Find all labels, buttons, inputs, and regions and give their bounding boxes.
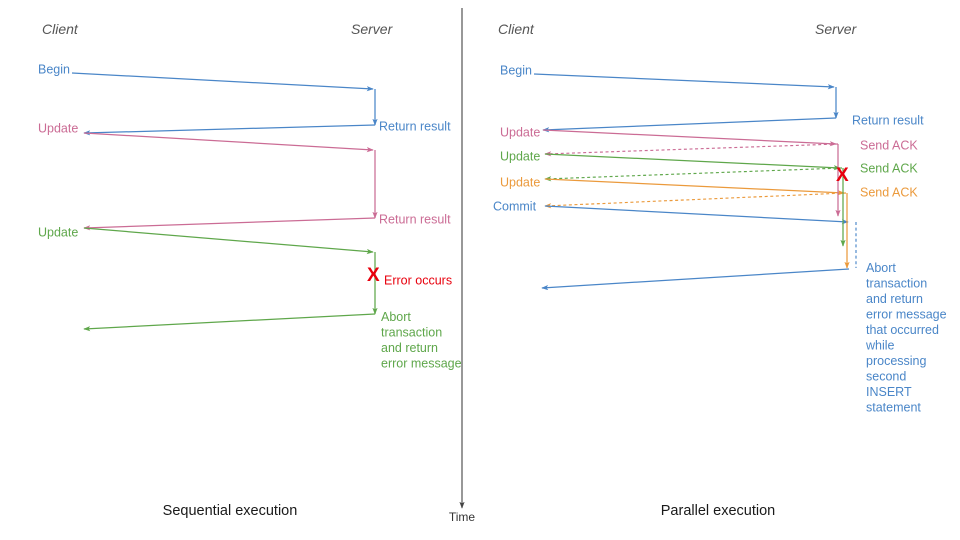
- message-label-commit-request: Commit: [493, 199, 537, 213]
- abort-message-line: INSERT: [866, 385, 912, 399]
- update-2-arrow: [83, 227, 374, 255]
- message-label-return-result: Return result: [852, 113, 924, 127]
- message-label-send-ack-2: Send ACK: [860, 161, 918, 175]
- time-axis-group: Time: [449, 8, 476, 524]
- message-label-begin-request: Begin: [500, 63, 532, 77]
- abort-message-line: processing: [866, 354, 926, 368]
- message-label-send-ack-1: Send ACK: [860, 138, 918, 152]
- time-axis-label: Time: [449, 510, 476, 524]
- message-label-update-request-3: Update: [500, 175, 540, 189]
- update-1-arrow: [542, 129, 837, 147]
- return-result-2-arrow: [83, 217, 376, 231]
- ack-3-arrow: [544, 192, 847, 209]
- begin-arrow: [533, 73, 835, 90]
- abort-message-line: transaction: [866, 277, 927, 291]
- abort-message-line: and return: [866, 292, 923, 306]
- message-label-update-request-1: Update: [38, 121, 78, 135]
- lane-header-client: Client: [498, 21, 535, 37]
- message-label-update-request-1: Update: [500, 125, 540, 139]
- error-x-mark: X: [367, 265, 380, 286]
- message-label-return-result-1: Return result: [379, 119, 451, 133]
- message-label-return-result-2: Return result: [379, 212, 451, 226]
- lane-header-server: Server: [815, 21, 858, 37]
- commit-arrow: [544, 205, 849, 225]
- abort-message-line: while: [865, 339, 895, 353]
- abort-return-arrow: [541, 268, 850, 291]
- message-label-update-request-2: Update: [38, 225, 78, 239]
- update-1-arrow: [83, 132, 374, 153]
- update-2-arrow: [544, 153, 841, 171]
- abort-message-line: Abort: [866, 261, 896, 275]
- ack-1-arrow: [544, 143, 839, 157]
- abort-message-line: error message: [381, 357, 462, 371]
- abort-message-line: second: [866, 370, 906, 384]
- abort-message-line: transaction: [381, 326, 442, 340]
- abort-message-line: that occurred: [866, 323, 939, 337]
- return-result-arrow: [542, 117, 837, 133]
- message-label-error-occurs: Error occurs: [384, 273, 452, 287]
- panel-caption-parallel: Parallel execution: [661, 503, 775, 519]
- panel-caption-sequential: Sequential execution: [163, 503, 298, 519]
- error-x-mark: X: [836, 165, 849, 186]
- return-result-1-arrow: [83, 124, 376, 136]
- abort-message-line: Abort: [381, 310, 411, 324]
- message-label-begin-request: Begin: [38, 62, 70, 76]
- message-label-update-request-2: Update: [500, 149, 540, 163]
- lane-header-client: Client: [42, 21, 79, 37]
- message-label-send-ack-3: Send ACK: [860, 185, 918, 199]
- abort-return-arrow: [83, 313, 376, 332]
- update-3-arrow: [544, 178, 845, 196]
- abort-message-line: error message: [866, 308, 947, 322]
- abort-message-line: and return: [381, 341, 438, 355]
- ack-2-arrow: [544, 167, 843, 182]
- begin-arrow: [71, 72, 374, 92]
- lane-header-server: Server: [351, 21, 394, 37]
- abort-message-line: statement: [866, 401, 921, 415]
